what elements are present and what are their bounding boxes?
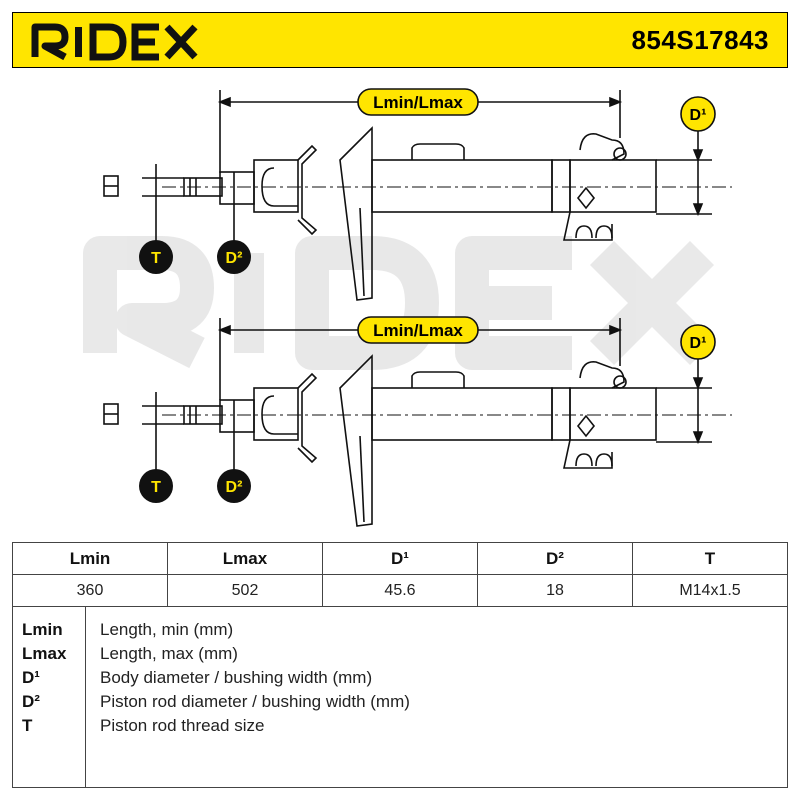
part-number: 854S17843 bbox=[631, 25, 769, 55]
svg-text:D¹: D¹ bbox=[690, 107, 707, 124]
shock-top bbox=[103, 90, 732, 301]
legend-key: Lmin bbox=[22, 620, 63, 639]
spec-header-row: Lmin Lmax D¹ D² T bbox=[12, 542, 788, 575]
label-d2-bottom: D² bbox=[217, 469, 251, 503]
svg-text:T: T bbox=[151, 479, 161, 496]
legend-row: T Piston rod thread size bbox=[13, 716, 787, 739]
legend-desc: Piston rod thread size bbox=[100, 716, 265, 735]
legend-desc: Body diameter / bushing width (mm) bbox=[100, 668, 373, 687]
legend-box: Lmin Length, min (mm) Lmax Length, max (… bbox=[12, 606, 788, 788]
legend-row: D² Piston rod diameter / bushing width (… bbox=[13, 692, 787, 715]
legend-key: T bbox=[22, 716, 33, 735]
svg-text:D²: D² bbox=[226, 250, 243, 267]
label-d1-top: D¹ bbox=[680, 96, 716, 132]
spec-table: Lmin Lmax D¹ D² T 360 502 45.6 18 M14x1.… bbox=[12, 542, 788, 607]
svg-text:T: T bbox=[151, 250, 161, 267]
spec-value-d1: 45.6 bbox=[322, 574, 478, 607]
spec-header-t: T bbox=[632, 542, 788, 575]
legend-row: Lmin Length, min (mm) bbox=[13, 620, 787, 643]
spec-header-d2: D² bbox=[477, 542, 633, 575]
label-length-bottom: Lmin/Lmax bbox=[357, 316, 479, 344]
spec-value-t: M14x1.5 bbox=[632, 574, 788, 607]
spec-value-row: 360 502 45.6 18 M14x1.5 bbox=[12, 574, 788, 607]
label-t-top: T bbox=[139, 240, 173, 274]
label-length-top: Lmin/Lmax bbox=[357, 88, 479, 116]
spec-value-lmin: 360 bbox=[12, 574, 168, 607]
spec-header-d1: D¹ bbox=[322, 542, 478, 575]
ridex-logo bbox=[31, 23, 198, 61]
legend-desc: Length, min (mm) bbox=[100, 620, 234, 639]
spec-header-lmax: Lmax bbox=[167, 542, 323, 575]
legend-key: Lmax bbox=[22, 644, 67, 663]
watermark-logo bbox=[83, 236, 715, 370]
svg-text:D²: D² bbox=[226, 479, 243, 496]
legend-key: D² bbox=[22, 692, 40, 711]
legend-row: Lmax Length, max (mm) bbox=[13, 644, 787, 667]
legend-desc: Length, max (mm) bbox=[100, 644, 238, 663]
shock-absorber-diagram: Lmin/Lmax D¹ T D² Lmin/Lmax D¹ T D² bbox=[83, 88, 732, 527]
header-bar: 854S17843 bbox=[12, 12, 788, 68]
spec-value-lmax: 502 bbox=[167, 574, 323, 607]
label-t-bottom: T bbox=[139, 469, 173, 503]
svg-text:Lmin/Lmax: Lmin/Lmax bbox=[373, 321, 463, 340]
label-d1-bottom: D¹ bbox=[680, 324, 716, 360]
svg-text:D¹: D¹ bbox=[690, 335, 707, 352]
spec-value-d2: 18 bbox=[477, 574, 633, 607]
svg-text:Lmin/Lmax: Lmin/Lmax bbox=[373, 93, 463, 112]
legend-desc: Piston rod diameter / bushing width (mm) bbox=[100, 692, 410, 711]
spec-header-lmin: Lmin bbox=[12, 542, 168, 575]
legend-row: D¹ Body diameter / bushing width (mm) bbox=[13, 668, 787, 691]
legend-divider bbox=[85, 607, 86, 787]
label-d2-top: D² bbox=[217, 240, 251, 274]
legend-key: D¹ bbox=[22, 668, 40, 687]
